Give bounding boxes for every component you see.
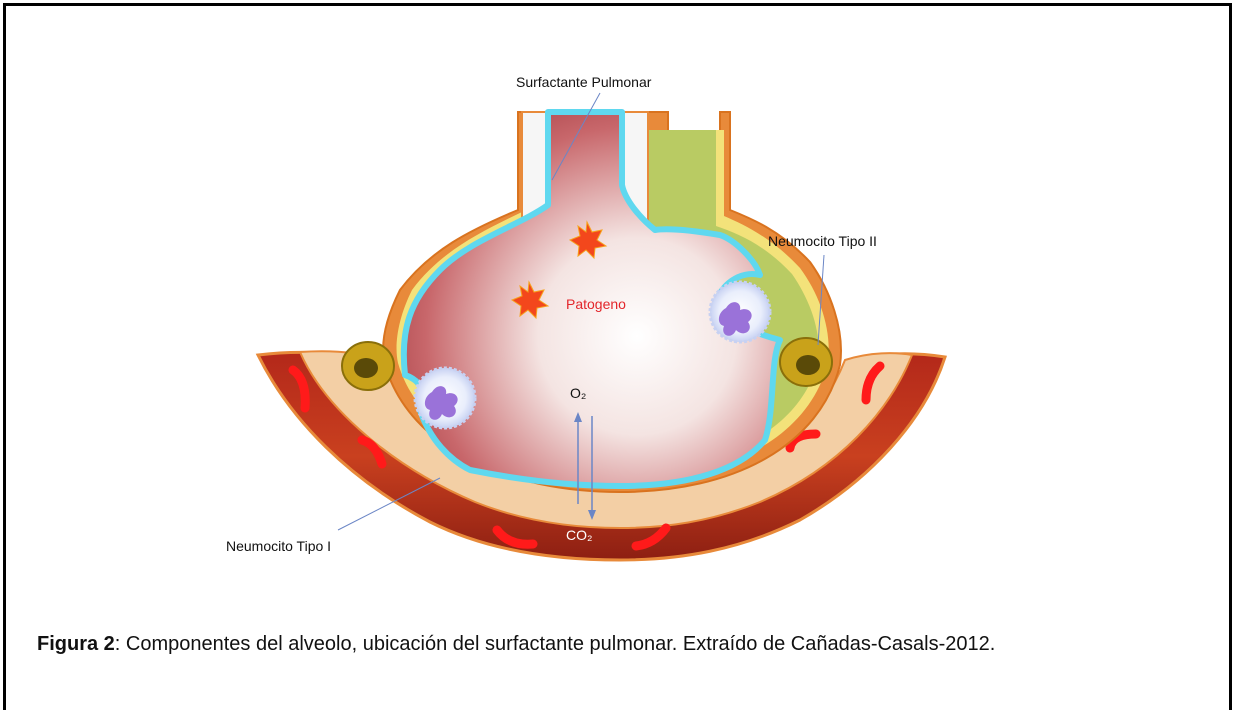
macrophage-left [415, 368, 475, 428]
o2-label: O₂ [570, 385, 586, 401]
macrophage-right [710, 282, 770, 342]
figure-caption: Figura 2: Componentes del alveolo, ubica… [37, 627, 1205, 661]
type-i-pneumocyte-label: Neumocito Tipo I [226, 538, 331, 554]
co2-label: CO₂ [566, 527, 592, 543]
pathogen-label: Patogeno [566, 296, 626, 312]
caption-label: Figura 2 [37, 633, 115, 655]
surfactant-label: Surfactante Pulmonar [516, 74, 652, 90]
type-ii-pneumocyte-left [342, 342, 394, 390]
type-ii-pneumocyte-label: Neumocito Tipo II [768, 233, 877, 249]
type-ii-pneumocyte-right [780, 338, 832, 386]
caption-text: : Componentes del alveolo, ubicación del… [115, 633, 996, 655]
